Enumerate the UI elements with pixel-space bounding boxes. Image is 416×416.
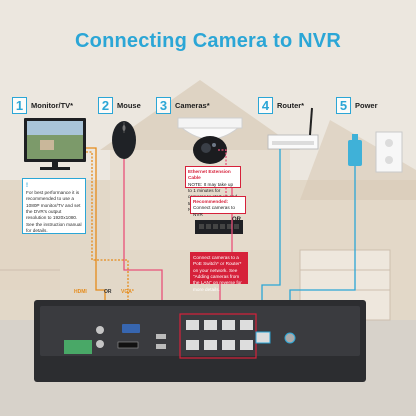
recommended-callout: Recommended: Connect cameras to NVR <box>190 196 246 214</box>
power-port-icon <box>285 333 295 343</box>
switch-callout: Connect cameras to a PoE Switch* or Rout… <box>190 252 248 284</box>
nvr-ports <box>34 300 366 382</box>
hdmi-label: HDMI <box>74 289 87 295</box>
port-or-label: OR <box>104 289 112 295</box>
monitor-note: ! For best performance it is recommended… <box>22 178 86 234</box>
audio-port-icon <box>96 340 104 348</box>
switch-text: Connect cameras to a PoE Switch* or Rout… <box>193 255 242 292</box>
usb-port-icon <box>156 334 166 339</box>
info-icon: ! <box>26 182 82 190</box>
recommended-label: Recommended: <box>193 199 228 204</box>
or-label: OR <box>232 217 241 223</box>
router-cable <box>262 149 280 318</box>
ethernet-callout: Ethernet Extension Cable NOTE: It may ta… <box>185 166 241 188</box>
mouse-icon <box>112 121 136 159</box>
monitor-icon <box>24 118 86 170</box>
router-icon <box>268 108 318 149</box>
terminal-block-icon <box>64 340 92 354</box>
hdmi-port-icon <box>118 342 138 348</box>
usb-port-icon <box>156 344 166 349</box>
power-adapter-icon <box>348 132 402 172</box>
lan-port-icon <box>256 332 270 343</box>
vga-port-icon <box>122 324 140 333</box>
vga-label: VGA* <box>121 289 134 295</box>
power-cable <box>290 166 355 318</box>
hdmi-cable <box>86 148 105 318</box>
monitor-note-text: For best performance it is recommended t… <box>26 190 82 234</box>
dome-camera-icon <box>178 118 242 164</box>
ethernet-title: Ethernet Extension Cable <box>188 169 231 180</box>
nvr-device <box>34 300 366 382</box>
audio-port-icon <box>96 326 104 334</box>
